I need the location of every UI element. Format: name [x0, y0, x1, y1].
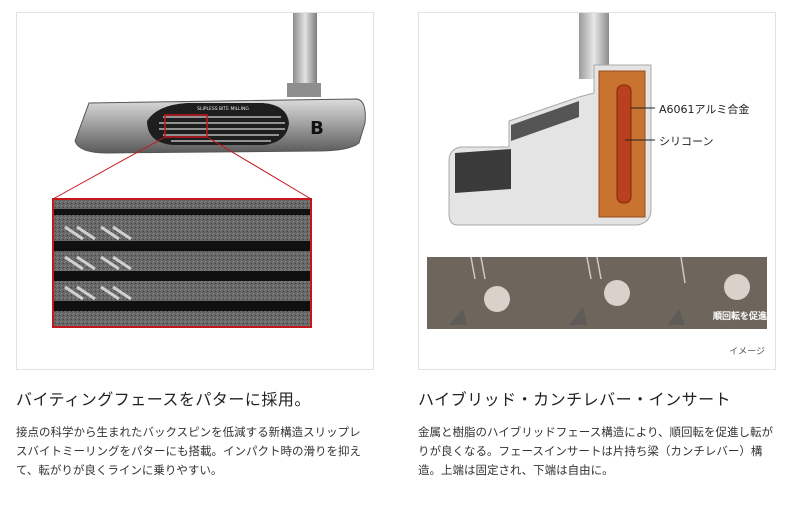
- image-caption: イメージ: [729, 347, 765, 357]
- putter-shaft: [293, 13, 317, 85]
- zoom-connector-right: [206, 136, 312, 200]
- putter-face-panel: SLIPLESS BITE MILLING B: [16, 12, 374, 370]
- back-weight: [455, 149, 511, 193]
- roll-label: 順回転を促進: [712, 312, 767, 322]
- callout-silicone: シリコーン: [659, 135, 714, 148]
- left-description: 接点の科学から生まれたバックスピンを低減する新構造スリップレスバイトミーリングを…: [16, 425, 361, 477]
- roll-sequence-photo: [427, 256, 767, 329]
- top-edge: [511, 101, 579, 141]
- left-title: バイティングフェースをパターに採用。: [16, 390, 311, 409]
- face-engraving: SLIPLESS BITE MILLING: [197, 106, 249, 112]
- silicone-layer: [616, 84, 632, 204]
- insert-cross-section: [427, 13, 767, 329]
- zoom-connector-left: [52, 136, 166, 200]
- insert-structure-panel: A6061アルミ合金 シリコーン 順回転を促進 イメージ: [418, 12, 776, 370]
- face-grooves: [159, 116, 285, 142]
- zoom-highlight-box: [164, 114, 208, 138]
- putter-neck: [287, 83, 321, 97]
- brand-logo: B: [310, 118, 324, 139]
- milling-closeup: [52, 198, 312, 328]
- callout-aluminum: A6061アルミ合金: [659, 103, 750, 116]
- putter-illustration: SLIPLESS BITE MILLING B: [52, 13, 366, 328]
- right-title: ハイブリッド・カンチレバー・インサート: [418, 390, 732, 409]
- right-description: 金属と樹脂のハイブリッドフェース構造により、順回転を促進し転がりが良くなる。フェ…: [418, 425, 774, 477]
